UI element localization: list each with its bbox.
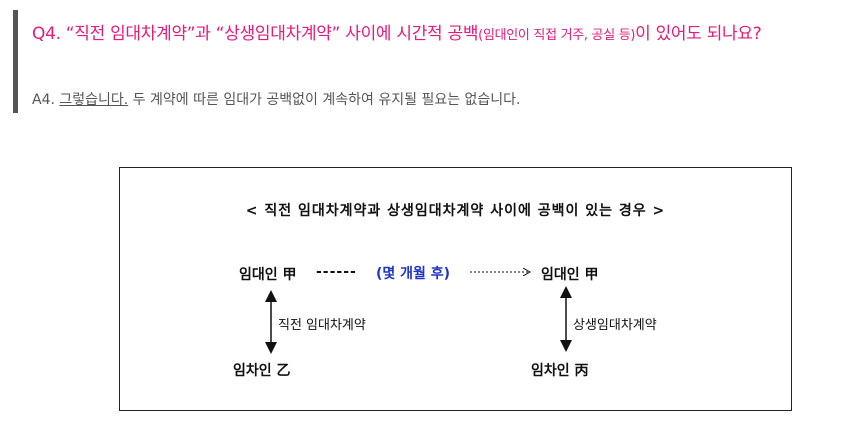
question-text: Q4. “직전 임대차계약”과 “상생임대차계약” 사이에 시간적 공백(임대인… [32,19,862,44]
question-parenthetical: (임대인이 직접 거주, 공실 등) [478,28,636,43]
answer-text: A4. 그렇습니다. 두 계약에 따른 임대가 공백없이 계속하여 유지될 필요… [32,89,852,109]
quote-bar [13,10,18,113]
answer-body: 두 계약에 따른 임대가 공백없이 계속하여 유지될 필요는 없습니다. [128,92,521,108]
landlord-right: 임대인 甲 [541,267,599,283]
answer-emphasis: 그렇습니다. [59,92,129,108]
question-prefix: Q4. “직전 임대차계약”과 “상생임대차계약” 사이에 시간적 공백 [32,24,479,44]
tenant-left: 임차인 乙 [233,363,291,379]
contract-right-label: 상생임대차계약 [573,318,657,333]
gap-label: (몇 개월 후) [376,266,451,282]
tenant-right: 임차인 丙 [531,363,589,379]
diagram-title: < 직전 임대차계약과 상생임대차계약 사이에 공백이 있는 경우 > [245,203,666,219]
diagram-arrows [265,168,572,354]
contract-left-label: 직전 임대차계약 [278,318,366,333]
question-suffix: 이 있어도 되나요? [635,24,762,44]
answer-prefix: A4. [32,92,60,108]
dashed-connector: ------ [316,264,357,280]
diagram-box: < 직전 임대차계약과 상생임대차계약 사이에 공백이 있는 경우 > 임대인 … [119,167,792,411]
landlord-left: 임대인 甲 [239,267,297,283]
